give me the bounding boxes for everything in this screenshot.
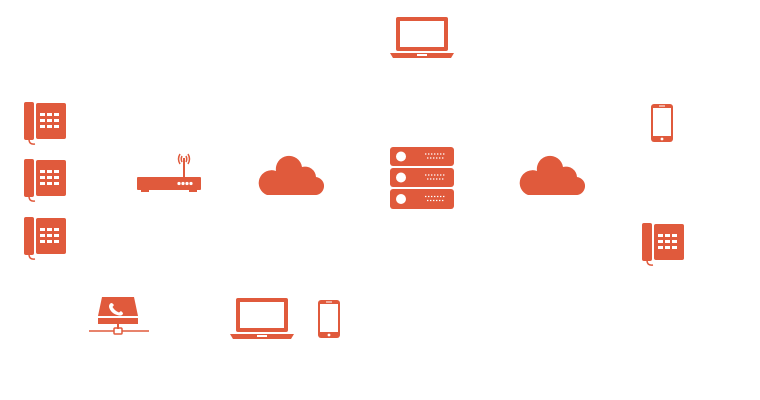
desk-phone-icon	[23, 101, 67, 145]
voip-gateway-icon	[88, 294, 150, 338]
desk-phone-icon	[23, 158, 67, 202]
wifi-router-icon	[136, 150, 202, 194]
desk-phone-icon	[23, 216, 67, 260]
cloud-icon	[258, 154, 324, 196]
cloud-icon	[519, 154, 585, 196]
smartphone-icon	[650, 103, 674, 143]
laptop-bottom-icon	[230, 297, 294, 341]
desk-phone-icon	[641, 222, 685, 266]
smartphone-icon	[317, 299, 341, 339]
server-stack-icon	[389, 146, 455, 210]
laptop-top-icon	[390, 16, 454, 60]
